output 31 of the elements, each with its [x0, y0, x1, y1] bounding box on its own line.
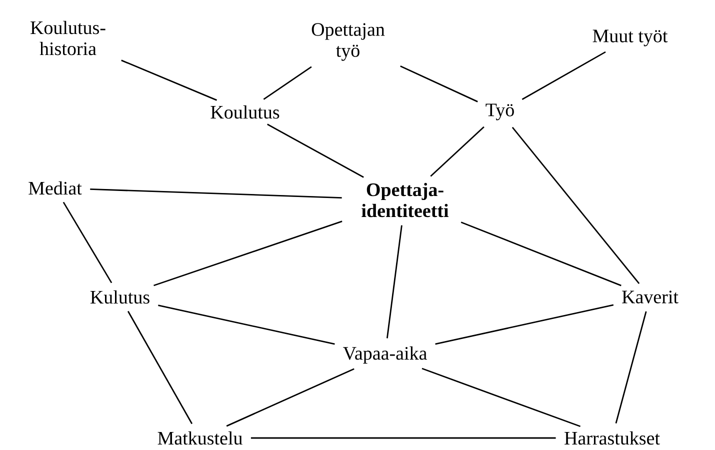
connector-line [121, 60, 218, 101]
node-text: Opettajan työ [312, 23, 385, 61]
connector-line [615, 311, 647, 424]
connector-line [386, 225, 402, 338]
connector-line [435, 304, 614, 345]
node-text: Muut työt [592, 30, 668, 46]
connector-line [400, 65, 478, 102]
connector-line [263, 66, 312, 100]
node-text: Koulutus- historia [30, 20, 106, 56]
connector-line [90, 188, 342, 199]
connector-line [422, 368, 581, 428]
connector-line [127, 310, 193, 424]
connector-line [158, 304, 335, 345]
connector-line [512, 126, 640, 284]
connector-line [226, 368, 354, 427]
node-text: Työ [486, 104, 514, 120]
connector-line [250, 437, 556, 439]
connector-line [154, 220, 342, 286]
connector-line [62, 202, 112, 284]
node-text: Kaverit [622, 290, 678, 304]
connector-line [460, 222, 622, 286]
node-text: Koulutus [210, 105, 280, 119]
connector-line [430, 126, 484, 177]
node-text: Matkustelu [158, 431, 242, 445]
node-text: Mediat [28, 181, 82, 195]
node-text: Harrastukset [564, 431, 660, 445]
node-text: Kulutus [90, 290, 150, 304]
node-text: Vapaa-aika [343, 346, 427, 364]
node-text: Opettaja- identiteetti [362, 182, 449, 218]
connector-line [267, 124, 364, 178]
connector-line [522, 51, 606, 100]
